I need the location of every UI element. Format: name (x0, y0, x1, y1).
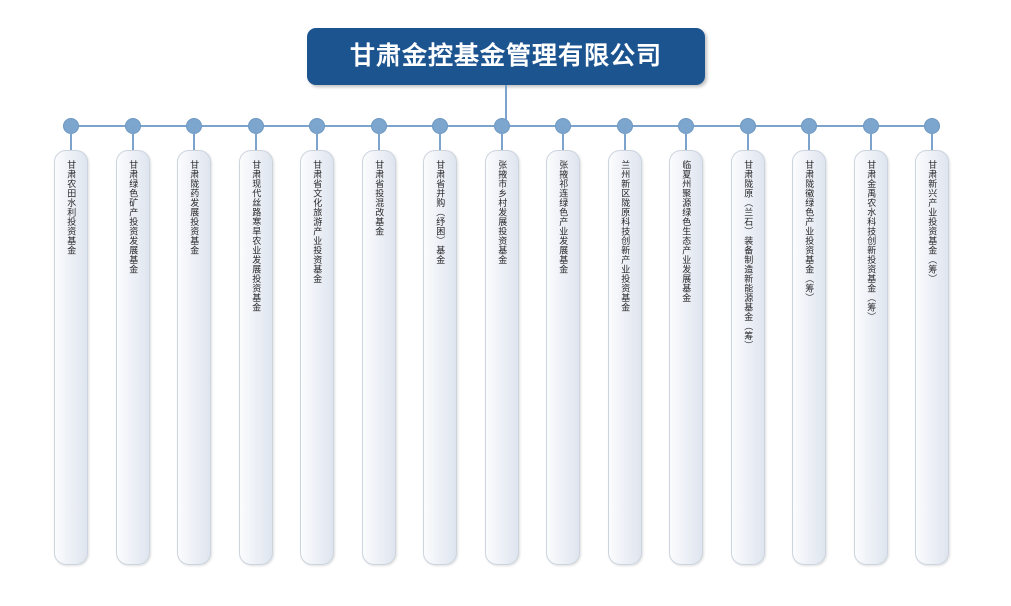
leaf-node-label: 张掖市乡村发展投资基金 (497, 160, 508, 265)
branch-connector-stem (70, 126, 72, 150)
branch-connector-stem (193, 126, 195, 150)
leaf-node[interactable]: 张掖祁连绿色产业发展基金 (546, 150, 580, 565)
leaf-node[interactable]: 甘肃陇原（兰石）装备制造新能源基金（筹） (731, 150, 765, 565)
leaf-node-label: 张掖祁连绿色产业发展基金 (558, 160, 569, 274)
leaf-node-label: 甘肃新兴产业投资基金（筹） (927, 160, 938, 284)
branch-connector-stem (870, 126, 872, 150)
leaf-node-label: 甘肃陇徽绿色产业投资基金（筹） (804, 160, 815, 303)
leaf-node[interactable]: 甘肃金禹农水科技创新投资基金（筹） (854, 150, 888, 565)
leaf-node[interactable]: 甘肃绿色矿产投资发展基金 (116, 150, 150, 565)
branch-connector-stem (747, 126, 749, 150)
leaf-node[interactable]: 甘肃现代丝路寒旱农业发展投资基金 (239, 150, 273, 565)
leaf-node[interactable]: 甘肃陇徽绿色产业投资基金（筹） (792, 150, 826, 565)
leaf-node-label: 兰州新区陇原科技创新产业投资基金 (620, 160, 631, 312)
branch-connector-stem (624, 126, 626, 150)
leaf-node-label: 甘肃金禹农水科技创新投资基金（筹） (866, 160, 877, 322)
branch-connector-stem (439, 126, 441, 150)
branch-connector-stem (316, 126, 318, 150)
branch-connector-stem (562, 126, 564, 150)
leaf-node[interactable]: 甘肃省并购（纾困）基金 (423, 150, 457, 565)
leaf-node-label: 甘肃绿色矿产投资发展基金 (128, 160, 139, 274)
leaf-node[interactable]: 甘肃省投混改基金 (362, 150, 396, 565)
leaf-node[interactable]: 张掖市乡村发展投资基金 (485, 150, 519, 565)
branch-connector-stem (685, 126, 687, 150)
leaf-node-label: 甘肃农田水利投资基金 (66, 160, 77, 255)
leaf-node-label: 甘肃陇原（兰石）装备制造新能源基金（筹） (743, 160, 754, 350)
leaf-node-label: 甘肃省并购（纾困）基金 (435, 160, 446, 265)
root-node-label: 甘肃金控基金管理有限公司 (349, 42, 662, 70)
leaf-node[interactable]: 甘肃省文化旅游产业投资基金 (300, 150, 334, 565)
leaf-node-label: 临夏州聚源绿色生态产业发展基金 (681, 160, 692, 303)
leaf-node[interactable]: 兰州新区陇原科技创新产业投资基金 (608, 150, 642, 565)
branch-connector-stem (378, 126, 380, 150)
leaf-node-label: 甘肃现代丝路寒旱农业发展投资基金 (251, 160, 262, 312)
branch-connector-stem (255, 126, 257, 150)
branch-connector-stem (132, 126, 134, 150)
leaf-node-label: 甘肃省投混改基金 (374, 160, 385, 236)
branch-connector-stem (501, 126, 503, 150)
branch-connector-stem (931, 126, 933, 150)
leaf-node[interactable]: 甘肃新兴产业投资基金（筹） (915, 150, 949, 565)
leaf-node[interactable]: 甘肃农田水利投资基金 (54, 150, 88, 565)
root-connector-stem (505, 85, 507, 126)
root-node[interactable]: 甘肃金控基金管理有限公司 (307, 28, 705, 85)
leaf-node-label: 甘肃省文化旅游产业投资基金 (312, 160, 323, 284)
leaf-node[interactable]: 临夏州聚源绿色生态产业发展基金 (669, 150, 703, 565)
branch-connector-stem (808, 126, 810, 150)
leaf-node-label: 甘肃陇药发展投资基金 (189, 160, 200, 255)
leaf-node[interactable]: 甘肃陇药发展投资基金 (177, 150, 211, 565)
